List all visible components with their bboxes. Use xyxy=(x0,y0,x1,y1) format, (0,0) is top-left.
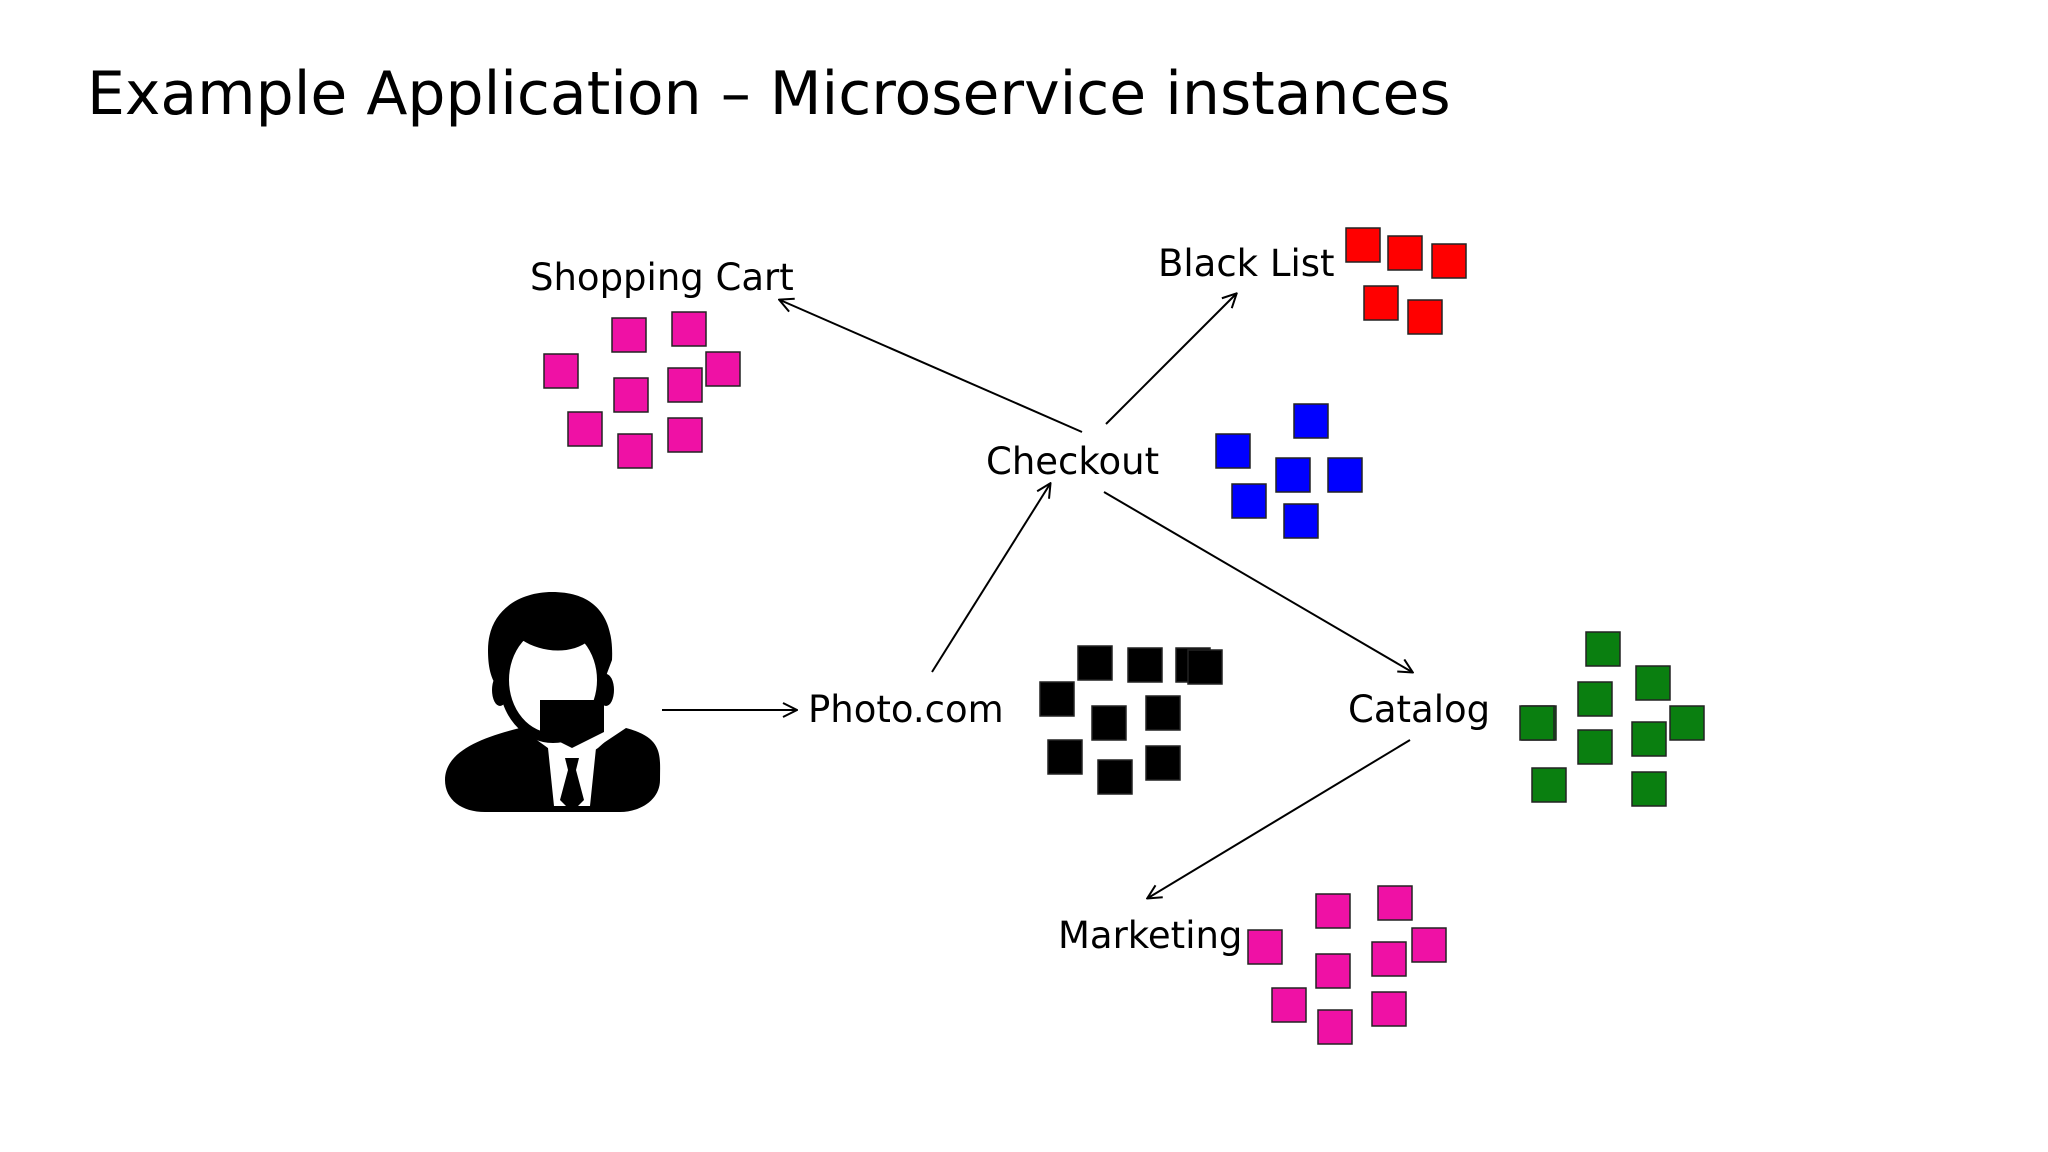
instance-square xyxy=(1371,941,1407,977)
user-businessman-icon xyxy=(445,592,661,812)
edge-checkout-to-black-list xyxy=(1105,294,1236,425)
edges xyxy=(662,294,1412,898)
instance-square xyxy=(1519,705,1555,741)
instance-square xyxy=(1097,759,1133,795)
instance-square xyxy=(1431,243,1467,279)
instance-square xyxy=(1275,457,1311,493)
instance-square xyxy=(1283,503,1319,539)
instance-square xyxy=(1247,929,1283,965)
instances-photo xyxy=(1039,645,1223,795)
instance-square xyxy=(1631,771,1667,807)
instance-square xyxy=(617,433,653,469)
instance-square xyxy=(1363,285,1399,321)
node-label-marketing: Marketing xyxy=(1058,914,1242,957)
instance-square xyxy=(1315,893,1351,929)
slide-title: Example Application – Microservice insta… xyxy=(87,59,1451,129)
instance-square xyxy=(1271,987,1307,1023)
instance-square xyxy=(671,311,707,347)
instance-square xyxy=(1585,631,1621,667)
instance-square xyxy=(1145,745,1181,781)
instances-shopping-cart xyxy=(543,311,741,469)
instance-square xyxy=(1231,483,1267,519)
instance-square xyxy=(1411,927,1447,963)
edge-photo-to-checkout xyxy=(931,484,1050,673)
instance-square xyxy=(1187,649,1223,685)
instance-square xyxy=(1387,235,1423,271)
instance-square xyxy=(1577,681,1613,717)
instance-square xyxy=(1407,299,1443,335)
instance-square xyxy=(567,411,603,447)
instance-square xyxy=(613,377,649,413)
instance-square xyxy=(1039,681,1075,717)
instance-square xyxy=(667,367,703,403)
instance-square xyxy=(1215,433,1251,469)
instance-square xyxy=(1371,991,1407,1027)
instance-square xyxy=(1145,695,1181,731)
node-label-photo: Photo.com xyxy=(808,688,1004,731)
instance-square xyxy=(1315,953,1351,989)
edge-catalog-to-marketing xyxy=(1148,739,1411,898)
instance-square xyxy=(667,417,703,453)
edge-checkout-to-shopping-cart xyxy=(780,300,1083,433)
instance-square xyxy=(1077,645,1113,681)
instance-square xyxy=(1531,767,1567,803)
instance-square xyxy=(1577,729,1613,765)
instances-catalog xyxy=(1519,631,1705,807)
node-label-shopping-cart: Shopping Cart xyxy=(530,256,794,299)
instances-checkout xyxy=(1215,403,1363,539)
instance-square xyxy=(1127,647,1163,683)
instance-square xyxy=(1635,665,1671,701)
instance-square xyxy=(1293,403,1329,439)
instance-square xyxy=(1047,739,1083,775)
instance-square xyxy=(1669,705,1705,741)
node-label-black-list: Black List xyxy=(1158,242,1335,285)
instance-square xyxy=(543,353,579,389)
instance-square xyxy=(1377,885,1413,921)
instances-marketing xyxy=(1247,885,1447,1045)
node-label-catalog: Catalog xyxy=(1348,688,1490,731)
node-label-checkout: Checkout xyxy=(986,440,1159,483)
instance-square xyxy=(1091,705,1127,741)
edge-checkout-to-catalog xyxy=(1103,491,1412,672)
instance-square xyxy=(1317,1009,1353,1045)
instance-square xyxy=(705,351,741,387)
instance-square xyxy=(1327,457,1363,493)
instance-square xyxy=(1345,227,1381,263)
instance-square xyxy=(1631,721,1667,757)
instance-square xyxy=(611,317,647,353)
instances-black-list xyxy=(1345,227,1467,335)
